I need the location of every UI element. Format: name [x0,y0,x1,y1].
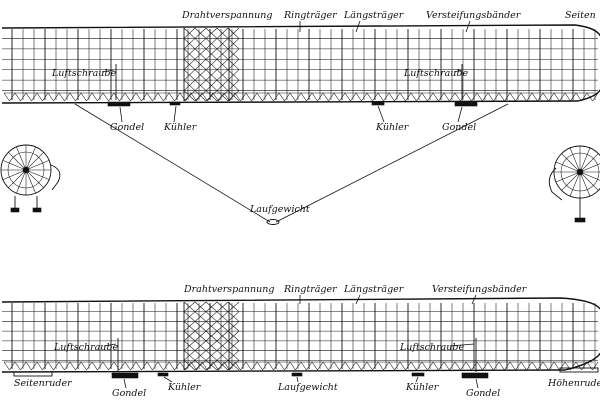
bottom-drahtverspannung-bay [183,301,240,371]
bottom-label-drahtverspannung: Drahtverspannung [183,284,274,295]
bottom-hull-grid [2,303,598,369]
top-hull-outline [1,24,600,104]
top-label-gondel-right: Gondel [442,122,476,133]
top-label-laengstraeger: Längsträger [343,10,405,21]
top-leader-luft-left [101,69,115,73]
top-airship [1,24,600,107]
top-leader-laengs [355,20,361,33]
bottom-gondel-right [461,372,489,379]
bottom-label-luftschraube-right: Luftschraube [399,342,464,353]
top-kuehler-right [371,101,385,106]
laufgewicht-rigging [74,103,509,225]
top-label-luftschraube-left: Luftschraube [51,68,116,79]
bottom-leader-luft-left [103,343,117,347]
top-leader-gondel-right [457,106,463,123]
top-label-kuehler-left: Kühler [163,122,198,133]
bottom-keel [3,361,599,371]
bottom-leader-kuehler-right [415,376,419,383]
bottom-label-versteifungsbaender: Versteifungsbänder [432,284,528,295]
top-leader-luft-right [453,69,463,73]
top-leader-kuehler-right [377,105,385,123]
bottom-label-seitenruder: Seitenruder [14,378,73,389]
bottom-label-laufgewicht: Laufgewicht [277,382,338,393]
bottom-label-gondel-left: Gondel [112,388,146,399]
bottom-label-laengstraeger: Längsträger [343,284,405,295]
bottom-label-gondel-right: Gondel [466,388,500,399]
bottom-label-ringtraeger: Ringträger [283,284,338,295]
top-label-kuehler-right: Kühler [375,122,410,133]
top-gondel-right [454,101,478,107]
top-keel-triangles [3,92,599,102]
top-label-drahtverspannung: Drahtverspannung [181,10,272,21]
top-drahtverspannung-bay [183,27,240,102]
top-label-gondel-left: Gondel [110,122,144,133]
cross-section-front [0,144,61,213]
bottom-laufgewicht [291,372,303,377]
bottom-hull-outline [1,297,600,373]
top-hull-grid [2,29,598,100]
bottom-label-hoehenruder: Höhenruder [547,378,600,389]
bottom-leader-luft-right [449,343,475,347]
bottom-label-kuehler-left: Kühler [167,382,202,393]
cross-section-rear [548,145,600,223]
bottom-leader-gondel-left [123,378,127,389]
top-gondel-left [107,101,131,107]
bottom-kuehler-left [157,372,169,377]
label-laufgewicht-center: Laufgewicht [249,204,310,215]
laufgewicht-weight [266,219,280,225]
bottom-leader-laufgewicht [296,376,299,383]
bottom-kuehler-right [411,372,425,377]
top-label-versteifungsbaender: Versteifungsbänder [426,10,522,21]
bottom-gondel-left [111,372,139,379]
bottom-seitenruder [13,371,53,377]
top-leader-versteif [465,20,471,33]
top-label-seiten: Seiten [565,10,596,21]
bottom-leader-versteif [471,294,477,305]
bottom-hoehenruder [559,367,599,373]
bottom-leader-gondel-right [475,378,479,389]
bottom-airship [1,297,600,379]
top-label-ringtraeger: Ringträger [283,10,338,21]
top-leader-kuehler-left [173,105,177,123]
bottom-leader-kuehler-left [163,376,173,383]
top-label-luftschraube-right: Luftschraube [403,68,468,79]
bottom-label-kuehler-right: Kühler [405,382,440,393]
bottom-leader-laengs [355,294,361,305]
bottom-label-luftschraube-left: Luftschraube [53,342,118,353]
top-leader-gondel-left [119,106,123,123]
top-kuehler-left [169,101,181,106]
